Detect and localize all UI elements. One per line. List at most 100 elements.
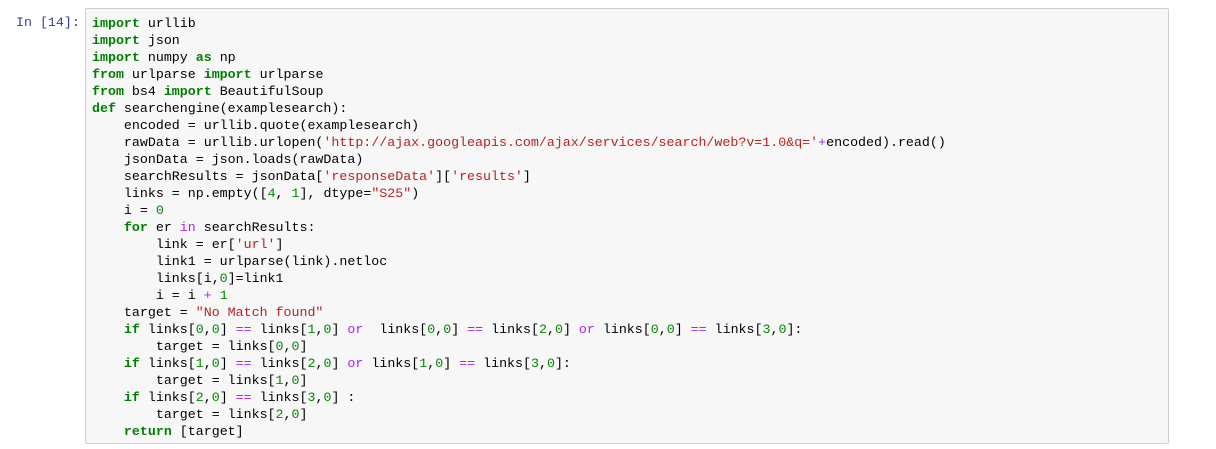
string-token: 'http://ajax.googleapis.com/ajax/service… — [323, 135, 819, 150]
number-token: 1 — [195, 356, 204, 371]
code-text: , — [546, 322, 555, 337]
code-text: ] — [219, 322, 236, 337]
code-text: , — [435, 322, 444, 337]
keyword-token: return — [123, 424, 172, 439]
code-line: link1 = urlparse(link).netloc — [92, 253, 946, 270]
number-token: 0 — [155, 203, 164, 218]
code-text: links[ — [139, 322, 196, 337]
code-text: ] — [522, 169, 531, 184]
code-text: links[ — [706, 322, 763, 337]
code-text: , — [315, 390, 324, 405]
code-text: ] — [443, 356, 460, 371]
number-token: 0 — [323, 356, 332, 371]
code-text: [target] — [171, 424, 244, 439]
code-text: , — [275, 186, 292, 201]
number-token: 2 — [195, 390, 204, 405]
code-text: link1 = urlparse(link).netloc — [92, 254, 388, 269]
number-token: 0 — [443, 322, 452, 337]
string-token: "No Match found" — [195, 305, 324, 320]
code-line: links = np.empty([4, 1], dtype="S25") — [92, 185, 946, 202]
code-text: , — [283, 373, 292, 388]
code-text: ] — [299, 339, 308, 354]
code-text — [92, 220, 124, 235]
code-text: encoded = urllib.quote(examplesearch) — [92, 118, 420, 133]
operator-token: or — [578, 322, 595, 337]
code-text: ] — [275, 237, 284, 252]
number-token: 0 — [219, 271, 228, 286]
code-text: links[ — [483, 322, 539, 337]
code-text: ] — [674, 322, 691, 337]
code-text: ], dtype= — [299, 186, 372, 201]
code-text: , — [283, 339, 292, 354]
code-text: links[ — [475, 356, 531, 371]
keyword-token: import — [163, 84, 212, 99]
code-text: numpy — [139, 50, 196, 65]
code-text: links[ — [251, 356, 308, 371]
code-text: searchResults = jsonData[ — [92, 169, 324, 184]
code-text: ] — [299, 407, 308, 422]
code-text: , — [203, 356, 212, 371]
string-token: 'results' — [451, 169, 523, 184]
code-text: jsonData = json.loads(rawData) — [92, 152, 364, 167]
operator-token: == — [235, 390, 252, 405]
code-text: BeautifulSoup — [211, 84, 324, 99]
code-text: ]=link1 — [227, 271, 284, 286]
code-text: links = np.empty([ — [92, 186, 268, 201]
code-text: target = links[ — [92, 373, 276, 388]
code-line: for er in searchResults: — [92, 219, 946, 236]
code-text: np — [211, 50, 236, 65]
code-text: , — [315, 356, 324, 371]
operator-token: in — [179, 220, 196, 235]
code-text: links[ — [594, 322, 651, 337]
keyword-token: from — [92, 84, 124, 99]
code-text: rawData = urllib.urlopen( — [92, 135, 324, 150]
code-line: target = "No Match found" — [92, 304, 946, 321]
number-token: 3 — [531, 356, 539, 371]
code-text: target = — [92, 305, 196, 320]
keyword-token: import — [92, 50, 140, 65]
number-token: 1 — [219, 288, 228, 303]
number-token: 0 — [291, 339, 300, 354]
number-token: 3 — [762, 322, 771, 337]
code-text: ] — [451, 322, 468, 337]
operator-token: == — [235, 322, 252, 337]
number-token: 2 — [307, 356, 316, 371]
code-text: , — [427, 356, 436, 371]
number-token: 0 — [554, 322, 563, 337]
code-text: i = i — [92, 288, 204, 303]
code-line: from urlparse import urlparse — [92, 66, 946, 83]
code-text: , — [538, 356, 547, 371]
code-line: import urllib — [92, 15, 946, 32]
number-token: 3 — [307, 390, 316, 405]
operator-token: == — [235, 356, 252, 371]
code-text: bs4 — [123, 84, 164, 99]
operator-token: == — [690, 322, 707, 337]
code-text: links[ — [363, 322, 428, 337]
code-text — [212, 288, 220, 303]
code-line: import json — [92, 32, 946, 49]
code-text: ] — [331, 322, 348, 337]
code-line: from bs4 import BeautifulSoup — [92, 83, 946, 100]
number-token: 2 — [538, 322, 547, 337]
code-text: ] — [219, 390, 236, 405]
number-token: 0 — [427, 322, 436, 337]
code-line: target = links[1,0] — [92, 372, 946, 389]
code-line: return [target] — [92, 423, 946, 440]
code-text: searchengine(examplesearch): — [115, 101, 348, 116]
code-text: searchResults: — [195, 220, 316, 235]
number-token: 0 — [211, 322, 220, 337]
code-text: encoded).read() — [826, 135, 946, 150]
code-text: ]: — [554, 356, 571, 371]
code-line: searchResults = jsonData['responseData']… — [92, 168, 946, 185]
code-text: , — [770, 322, 779, 337]
number-token: 0 — [546, 356, 555, 371]
operator-token: == — [467, 322, 484, 337]
code-text: links[ — [251, 390, 308, 405]
code-text: , — [658, 322, 667, 337]
code-text: ] — [562, 322, 579, 337]
code-text: , — [283, 407, 292, 422]
code-text: links[ — [139, 390, 196, 405]
code-text: ] — [331, 356, 348, 371]
